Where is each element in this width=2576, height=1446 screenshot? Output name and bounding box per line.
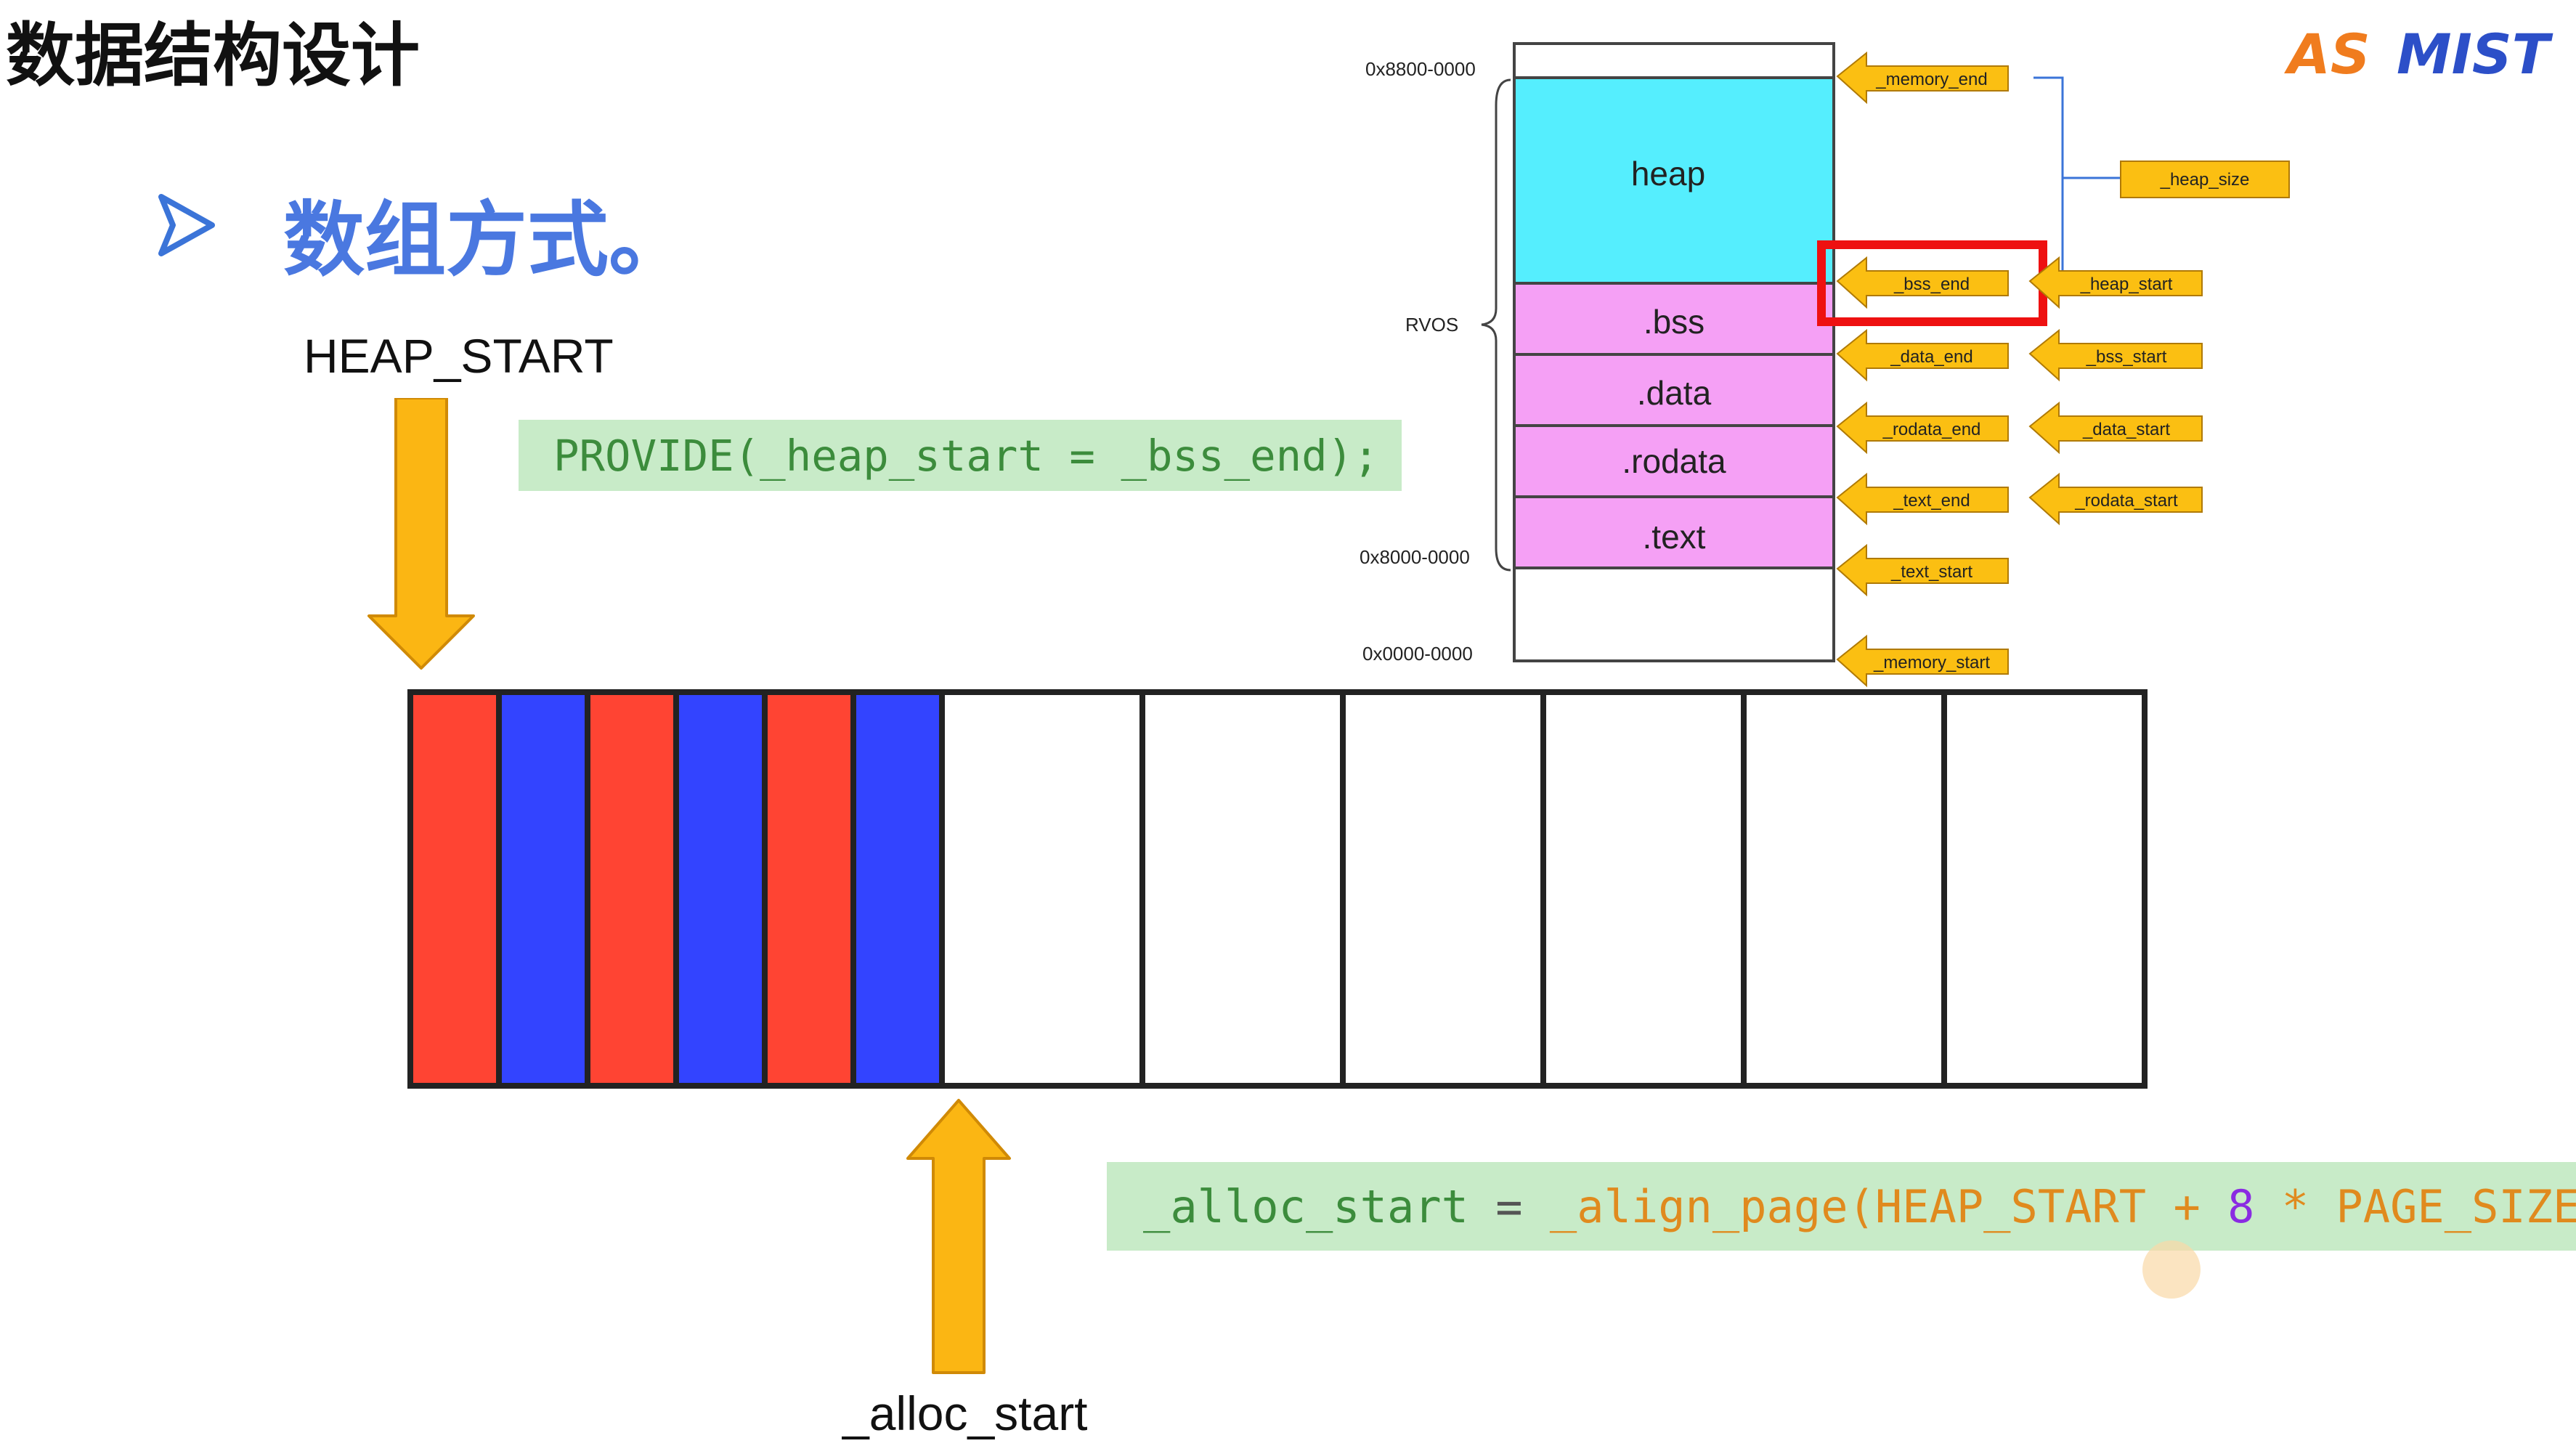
address-top: 0x8800-0000 (1365, 58, 1476, 80)
memory-map: heap .bss .data .rodata .text _memory_en… (1481, 42, 2290, 688)
tag-data-end: _data_end (1836, 328, 2009, 382)
tag-text-end: _text_end (1836, 472, 2009, 526)
address-base: 0x8000-0000 (1360, 546, 1470, 568)
code-token-rest: * PAGE_SIZE); (2281, 1179, 2576, 1233)
page-blocks (939, 689, 2148, 1089)
tag-bss-start: _bss_start (2028, 328, 2203, 382)
tag-label: _heap_size (2160, 170, 2250, 190)
page-block (1540, 689, 1747, 1089)
code-token-eq: = (1468, 1179, 1550, 1233)
address-rvos: RVOS (1405, 314, 1459, 336)
alloc-code: _alloc_start = _align_page(HEAP_START + … (1107, 1162, 2576, 1251)
code-token-num: 8 (2227, 1179, 2255, 1233)
segment-label-text: .text (1643, 518, 1706, 556)
alloc-start-arrow-icon (906, 1099, 1011, 1374)
tag-bss-end: _bss_end (1836, 256, 2009, 309)
code-token-var: _alloc_start (1143, 1179, 1468, 1233)
tag-label: _text_end (1893, 491, 1970, 511)
page-descriptor (850, 689, 945, 1089)
tag-data-start: _data_start (2028, 401, 2203, 455)
segment-label-heap: heap (1631, 155, 1705, 192)
page-descriptor (407, 689, 502, 1089)
tag-label: _data_end (1890, 347, 1972, 367)
descriptor-blocks (407, 689, 945, 1089)
tag-heap-size: _heap_size (2120, 161, 2290, 198)
tag-label: _memory_start (1873, 653, 1990, 673)
segment-text (1513, 495, 1835, 569)
tag-rodata-end: _rodata_end (1836, 401, 2009, 455)
heap-start-label: HEAP_START (304, 329, 614, 383)
watermark-logo-right: MIST (2397, 22, 2550, 86)
segment-bss (1513, 282, 1835, 356)
tag-memory-end: _memory_end (1836, 51, 2009, 105)
page-array (407, 689, 2148, 1089)
slide-title: 数据结构设计 (6, 16, 420, 96)
segment-label-rodata: .rodata (1622, 442, 1726, 480)
tag-label: _text_start (1890, 562, 1972, 582)
heap-start-arrow-icon (367, 398, 475, 670)
tag-rodata-start: _rodata_start (2028, 472, 2203, 526)
tag-text-start: _text_start (1836, 543, 2009, 597)
address-zero: 0x0000-0000 (1362, 643, 1473, 665)
tag-label: _memory_end (1875, 70, 1987, 89)
tag-label: _rodata_end (1882, 420, 1981, 439)
page-descriptor (585, 689, 679, 1089)
tag-label: _bss_start (2086, 347, 2167, 367)
segment-label-data: .data (1637, 374, 1712, 412)
page-block (1340, 689, 1546, 1089)
tag-label: _rodata_start (2074, 491, 2178, 511)
provide-code: PROVIDE(_heap_start = _bss_end); (519, 420, 1402, 491)
tag-memory-start: _memory_start (1836, 634, 2009, 688)
page-descriptor (496, 689, 590, 1089)
page-descriptor (673, 689, 768, 1089)
page-block (1941, 689, 2148, 1089)
segment-label-bss: .bss (1643, 303, 1705, 341)
tag-label: _heap_start (2080, 275, 2173, 294)
page-block (939, 689, 1145, 1089)
tag-label: _data_start (2082, 420, 2170, 439)
bullet-text: 数组方式。 (283, 193, 690, 288)
tag-label: _bss_end (1893, 275, 1970, 294)
code-token-open: (HEAP_START + (1848, 1179, 2228, 1233)
page-block (1139, 689, 1346, 1089)
rvos-brace-icon (1481, 78, 1511, 572)
arrow-bullet-icon (158, 194, 215, 256)
alloc-start-label: _alloc_start (842, 1386, 1088, 1440)
page-descriptor (762, 689, 856, 1089)
tag-heap-start: _heap_start (2028, 256, 2203, 309)
cursor-indicator (2142, 1240, 2201, 1299)
watermark-logo-left: AS (2288, 22, 2370, 86)
segment-heap (1513, 76, 1835, 285)
page-block (1741, 689, 1947, 1089)
code-token-fn: _align_page (1549, 1179, 1848, 1233)
